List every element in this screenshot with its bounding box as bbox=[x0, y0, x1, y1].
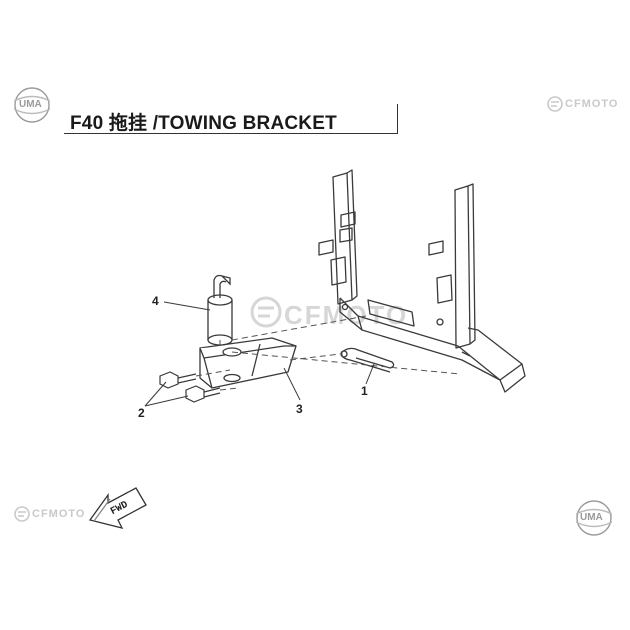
callout-4: 4 bbox=[152, 294, 159, 308]
callout-leader-lines bbox=[144, 301, 375, 407]
vehicle-rear-frame bbox=[318, 169, 526, 393]
cfmoto-logo-bottom-left-text: CFMOTO bbox=[32, 508, 86, 520]
callout-2: 2 bbox=[138, 406, 145, 420]
uma-logo-top-left-text: UMA bbox=[19, 99, 42, 110]
uma-logo-top-left-icon bbox=[13, 87, 51, 123]
uma-logo-bottom-right-text: UMA bbox=[580, 512, 603, 523]
bolt-part-upper bbox=[159, 371, 197, 389]
hairpin-clip-part bbox=[340, 347, 395, 373]
cfmoto-emblem-top-right-icon bbox=[547, 96, 563, 112]
page-title: F40 拖挂 /TOWING BRACKET bbox=[70, 113, 337, 134]
uma-logo-bottom-right-icon bbox=[575, 500, 613, 536]
towing-bracket-part bbox=[199, 337, 297, 389]
callout-3: 3 bbox=[296, 402, 303, 416]
cfmoto-emblem-bottom-left-icon bbox=[14, 506, 30, 522]
assembly-guide-lines bbox=[195, 315, 461, 391]
hitch-pin-part bbox=[207, 274, 233, 346]
bolt-part-lower bbox=[185, 385, 221, 403]
title-frame bbox=[64, 104, 398, 134]
cfmoto-watermark-emblem-icon bbox=[250, 296, 282, 328]
callout-1: 1 bbox=[361, 384, 368, 398]
fwd-arrow-icon bbox=[88, 487, 147, 529]
cfmoto-logo-top-right-text: CFMOTO bbox=[565, 98, 619, 110]
